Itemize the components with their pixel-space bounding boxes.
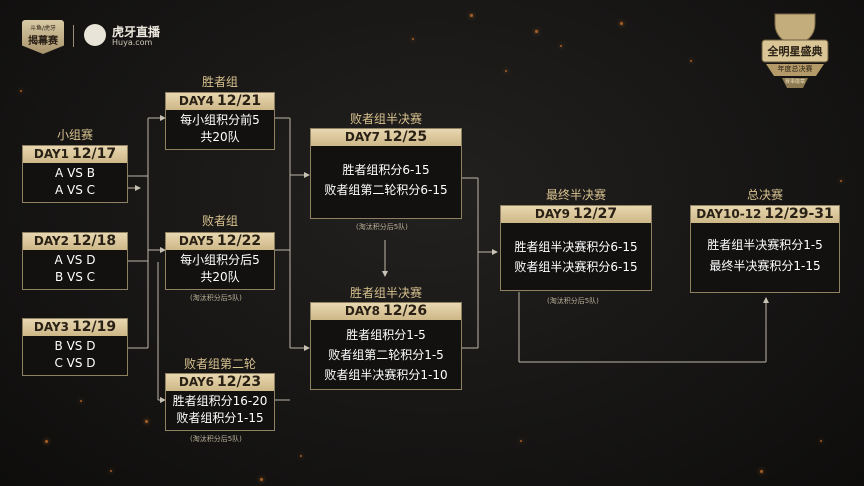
match-line: 败者组第二轮积分1-5 — [328, 348, 444, 362]
match-line: 胜者组积分16-20 — [172, 394, 268, 408]
trophy-subtitle: 年度总决赛 — [777, 65, 813, 73]
match-line: 败者组积分1-15 — [176, 411, 264, 425]
trophy-badge: 全明星盛典 年度总决赛 赛事徽章 — [752, 8, 838, 94]
match-line: 共20队 — [200, 130, 240, 144]
date-label: 12/25 — [383, 129, 428, 145]
event-logo-main: 揭幕赛 — [28, 36, 58, 47]
section-title-losers: 败者组 — [201, 214, 238, 228]
section-title-losers-semi: 败者组半决赛 — [349, 112, 422, 126]
match-line: 每小组积分后5 — [180, 253, 260, 267]
elimination-note-day7: (淘汰积分后5队) — [356, 223, 408, 231]
section-title-winners: 胜者组 — [201, 75, 238, 89]
trophy-small: 赛事徽章 — [784, 79, 805, 85]
section-title-grand-final: 总决赛 — [746, 188, 783, 202]
section-title-losers-r2: 败者组第二轮 — [183, 357, 256, 371]
match-line: 胜者组半决赛积分1-5 — [707, 238, 823, 252]
date-label: 12/23 — [217, 374, 262, 390]
match-line: 胜者组半决赛积分6-15 — [514, 240, 638, 254]
elimination-note-day6: (淘汰积分后5队) — [190, 435, 242, 443]
match-line: 每小组积分前5 — [180, 113, 260, 127]
match-line: B VS C — [54, 270, 96, 284]
match-line: A VS D — [54, 253, 96, 267]
day-label: DAY5 — [178, 234, 215, 248]
day-label: DAY7 — [344, 130, 381, 144]
date-label: 12/26 — [383, 303, 428, 319]
match-line: C VS D — [54, 356, 96, 370]
match-line: 胜者组积分1-5 — [346, 328, 426, 342]
match-line: B VS D — [54, 339, 96, 353]
elimination-note-day9: (淘汰积分后5队) — [547, 297, 599, 305]
day-label: DAY6 — [178, 375, 215, 389]
date-label: 12/18 — [72, 233, 117, 249]
match-line: 败者组第二轮积分6-15 — [324, 183, 448, 197]
match-line: 最终半决赛积分1-15 — [709, 259, 821, 273]
trophy-title: 全明星盛典 — [767, 45, 823, 58]
huya-icon — [84, 24, 106, 46]
date-label: 12/17 — [72, 146, 117, 162]
date-label: 12/27 — [573, 206, 618, 222]
day-label: DAY8 — [344, 304, 381, 318]
event-logo-top: 斗鱼/虎牙 — [29, 25, 57, 32]
section-title-group: 小组赛 — [56, 128, 93, 142]
huya-name: 虎牙直播 — [112, 25, 161, 39]
date-label: 12/19 — [72, 319, 117, 335]
match-line: A VS B — [55, 166, 95, 180]
day-label: DAY9 — [534, 207, 571, 221]
event-logo: 斗鱼/虎牙 揭幕赛 — [22, 20, 64, 54]
day-label: DAY10-12 — [696, 207, 762, 221]
match-line: 共20队 — [200, 270, 240, 284]
day-label: DAY2 — [33, 234, 70, 248]
section-title-final-semi: 最终半决赛 — [545, 188, 606, 202]
match-line: 胜者组积分6-15 — [342, 163, 430, 177]
day-label: DAY1 — [33, 147, 70, 161]
logo-divider — [73, 25, 74, 47]
day-label: DAY4 — [178, 94, 215, 108]
section-title-winners-semi: 胜者组半决赛 — [349, 286, 422, 300]
match-line: 败者组半决赛积分6-15 — [514, 260, 638, 274]
match-line: A VS C — [54, 183, 96, 197]
date-label: 12/21 — [217, 93, 262, 109]
match-line: 败者组半决赛积分1-10 — [324, 368, 448, 382]
trophy-icon — [761, 13, 829, 88]
huya-domain: Huya.com — [112, 38, 153, 47]
elimination-note-day5: (淘汰积分后5队) — [190, 294, 242, 302]
date-label: 12/22 — [217, 233, 262, 249]
date-label: 12/29-31 — [764, 206, 834, 222]
day-label: DAY3 — [33, 320, 70, 334]
